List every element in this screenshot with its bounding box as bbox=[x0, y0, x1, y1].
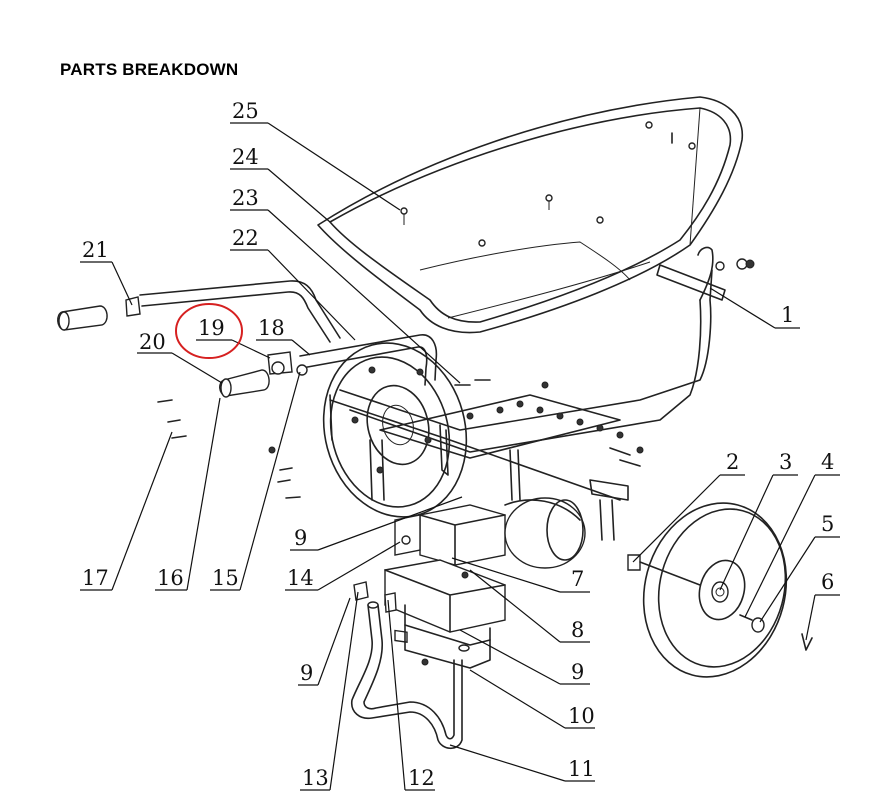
callout-11: 11 bbox=[568, 757, 595, 781]
callout-20: 20 bbox=[139, 330, 166, 354]
leader-lines bbox=[80, 122, 840, 791]
callout-24: 24 bbox=[232, 145, 259, 169]
page-title: PARTS BREAKDOWN bbox=[60, 60, 239, 79]
callout-5: 5 bbox=[821, 512, 834, 536]
callout-13: 13 bbox=[302, 766, 329, 790]
callout-6: 6 bbox=[821, 570, 834, 594]
callout-25: 25 bbox=[232, 99, 259, 123]
callout-9-right: 9 bbox=[571, 660, 584, 684]
callout-labels: 25 24 23 22 21 19 18 20 1 2 3 4 5 6 17 1… bbox=[82, 99, 834, 790]
handle-grips-drawing bbox=[57, 296, 308, 398]
callout-10: 10 bbox=[568, 704, 595, 728]
callout-8: 8 bbox=[571, 618, 584, 642]
callout-2: 2 bbox=[726, 450, 739, 474]
callout-9-left: 9 bbox=[300, 661, 313, 685]
callout-14: 14 bbox=[287, 566, 314, 590]
callout-21: 21 bbox=[82, 238, 109, 262]
callout-12: 12 bbox=[408, 766, 435, 790]
callout-9-upper: 9 bbox=[294, 526, 307, 550]
callout-19: 19 bbox=[198, 316, 225, 340]
callout-15: 15 bbox=[212, 566, 239, 590]
front-wheel-drawing bbox=[627, 502, 813, 678]
callout-22: 22 bbox=[232, 226, 259, 250]
callout-16: 16 bbox=[157, 566, 184, 590]
highlight-circle bbox=[175, 303, 243, 359]
callout-17: 17 bbox=[82, 566, 109, 590]
callout-4: 4 bbox=[821, 450, 834, 474]
callout-1: 1 bbox=[781, 303, 794, 327]
callout-23: 23 bbox=[232, 186, 259, 210]
callout-18: 18 bbox=[258, 316, 285, 340]
callout-7: 7 bbox=[571, 567, 584, 591]
motor-assembly-drawing bbox=[384, 497, 586, 669]
wheelbarrow-tray-drawing bbox=[317, 96, 743, 334]
callout-3: 3 bbox=[779, 450, 792, 474]
